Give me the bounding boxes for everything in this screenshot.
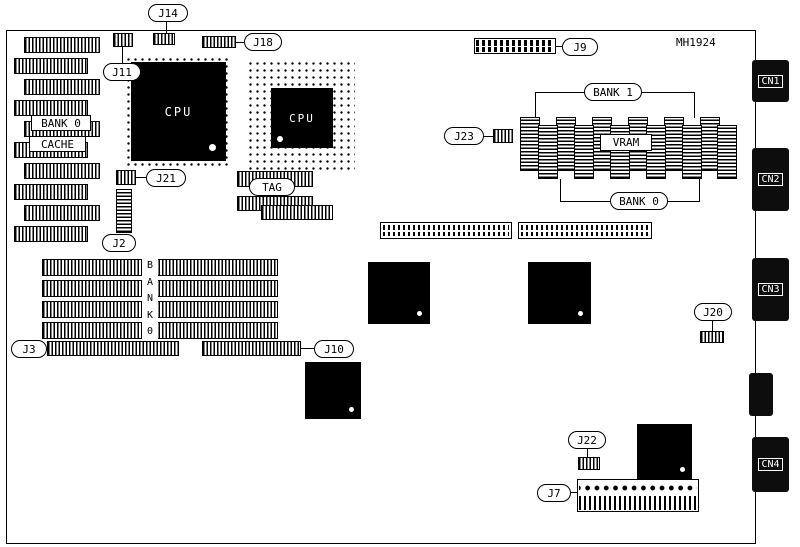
jumper-j21: [116, 170, 136, 185]
connector-cn2: CN2: [752, 148, 789, 211]
vram-chip: [574, 125, 594, 179]
ic-pin1-dot: [417, 311, 422, 316]
jumper-label-j18: J18: [244, 33, 282, 51]
simm-socket: [42, 322, 278, 339]
connector-cn1: CN1: [752, 60, 789, 102]
leader-line-j14: [166, 22, 167, 33]
ic-pin1-dot: [349, 407, 354, 412]
ic-chip: [368, 262, 430, 324]
simm-socket: [42, 280, 278, 297]
jumper-label-j9: J9: [562, 38, 598, 56]
jumper-label-j7: J7: [537, 484, 571, 502]
jumper-label-j23: J23: [444, 127, 484, 145]
connector-j3: [47, 341, 179, 356]
cache-chip: [14, 184, 88, 200]
j7-pin-row: [579, 496, 697, 510]
vram-bank0-label: BANK 0: [610, 192, 668, 210]
jumper-label-j11: J11: [103, 63, 141, 81]
jumper-label-j10: J10: [314, 340, 354, 358]
jumper-j2: [116, 189, 132, 233]
jumper-label-j22: J22: [568, 431, 606, 449]
connector-j7: [577, 479, 699, 512]
leader-line-j18: [236, 42, 245, 43]
jumper-label-j3: J3: [11, 340, 47, 358]
expansion-slot: [380, 222, 512, 239]
jumper-label-j14: J14: [148, 4, 188, 22]
j7-pin-row: [579, 481, 697, 495]
cpu1-label: CPU: [164, 104, 193, 119]
leader-line-j7: [571, 492, 577, 493]
leader-line-j10: [301, 348, 314, 349]
jumper-j18: [202, 36, 236, 48]
leader-line-j23: [484, 136, 493, 137]
ic-chip: [528, 262, 591, 324]
vram-chip: [664, 117, 684, 171]
vram-bank1-label: BANK 1: [584, 83, 642, 101]
vram-label: VRAM: [600, 134, 652, 151]
ic-pin1-dot: [578, 311, 583, 316]
ic-pin1-dot: [680, 467, 685, 472]
leader-line-j20: [712, 321, 713, 331]
leader-line-j22: [587, 449, 588, 457]
cpu1-pin1-dot: [209, 144, 216, 151]
cpu2-pin1-dot: [277, 136, 283, 142]
jumper-j23: [493, 129, 513, 143]
jumper-j14: [153, 33, 175, 45]
simm-socket: [42, 259, 278, 276]
cache-chip: [14, 226, 88, 242]
jumper-label-j2: J2: [102, 234, 136, 252]
vram-chip: [538, 125, 558, 179]
jumper-label-j21: J21: [146, 169, 186, 187]
expansion-slot: [518, 222, 652, 239]
tag-label: TAG: [249, 178, 295, 196]
bank1-bracket-line: [694, 93, 695, 118]
cache-chip: [14, 100, 88, 116]
cache-bank0-label: BANK 0: [31, 115, 91, 131]
ic-chip: [637, 424, 692, 479]
cache-label: CACHE: [29, 136, 86, 152]
simm-socket: [42, 301, 278, 318]
vram-chip: [682, 125, 702, 179]
jumper-j20: [700, 331, 724, 343]
ic-chip: [305, 362, 361, 419]
jumper-j11: [113, 33, 133, 47]
cpu2-chip: CPU: [271, 88, 333, 148]
jumper-j22: [578, 457, 600, 470]
cache-chip: [24, 79, 100, 95]
connector-j9: [474, 38, 556, 54]
vram-chip: [520, 117, 540, 171]
connector-j10: [202, 341, 301, 356]
cache-chip: [24, 163, 100, 179]
cache-chip: [24, 37, 100, 53]
connector-unlabeled: [749, 373, 773, 416]
cache-chip: [24, 205, 100, 221]
connector-cn4: CN4: [752, 437, 789, 492]
cache-chip: [14, 58, 88, 74]
bank0-bracket-line: [560, 179, 561, 201]
leader-line-j21: [136, 177, 146, 178]
bank0-bracket-line: [699, 179, 700, 201]
tag-chip: [261, 205, 333, 220]
simm-bank0-label: B A N K 0: [142, 257, 158, 341]
cpu2-label: CPU: [289, 111, 315, 125]
jumper-label-j20: J20: [694, 303, 732, 321]
connector-cn3: CN3: [752, 258, 789, 321]
bank1-bracket-line: [535, 93, 536, 118]
cpu1-chip: CPU: [131, 62, 226, 161]
board-title: MH1924: [676, 36, 716, 49]
leader-line-j9: [556, 46, 562, 47]
vram-chip: [717, 125, 737, 179]
leader-line-j11: [122, 47, 123, 63]
vram-chip: [556, 117, 576, 171]
